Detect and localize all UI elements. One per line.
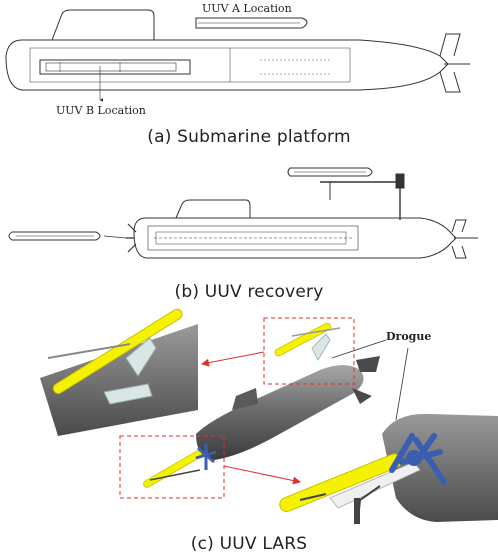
propeller-b (126, 223, 137, 253)
drogue-leader-line (331, 339, 387, 359)
tail-fin-b (451, 219, 467, 233)
caption-panel-c: (c) UUV LARS (190, 534, 308, 554)
submarine-sail-b (175, 199, 251, 219)
tail-fin-a (439, 33, 461, 57)
callout-arrow-bottom (223, 465, 301, 485)
caption-panel-a: (a) Submarine platform (147, 127, 351, 147)
launch-cradle-left (125, 337, 157, 377)
submarine-hull-a (5, 39, 449, 91)
submarine-hull-b (133, 217, 457, 259)
submarine-sail-a (51, 9, 155, 41)
panel-b-recovery-drawing (8, 167, 478, 259)
panel-a-submarine-drawing (5, 9, 470, 102)
zoom-inset-right (279, 413, 498, 524)
uuv-a-location-label: UUV A Location (202, 2, 292, 15)
uuv-a-shape (195, 17, 308, 29)
recovery-crane (320, 181, 401, 220)
submarine-3d (196, 356, 380, 460)
callout-box-bottom (119, 435, 225, 499)
drogue-label: Drogue (386, 330, 431, 343)
uuv-b-location-label: UUV B Location (56, 104, 146, 117)
callout-arrow-top (201, 351, 265, 367)
propeller-blue (389, 433, 447, 485)
towed-uuv (8, 231, 101, 241)
caption-panel-b: (b) UUV recovery (174, 282, 324, 302)
drogue-leader-line-2 (395, 347, 409, 421)
zoom-inset-left (40, 308, 198, 436)
uuv-bottom-mini (143, 444, 217, 488)
recovered-uuv (287, 167, 373, 177)
uuv-top-mini (274, 322, 341, 361)
uuv-b-tube (39, 59, 191, 75)
